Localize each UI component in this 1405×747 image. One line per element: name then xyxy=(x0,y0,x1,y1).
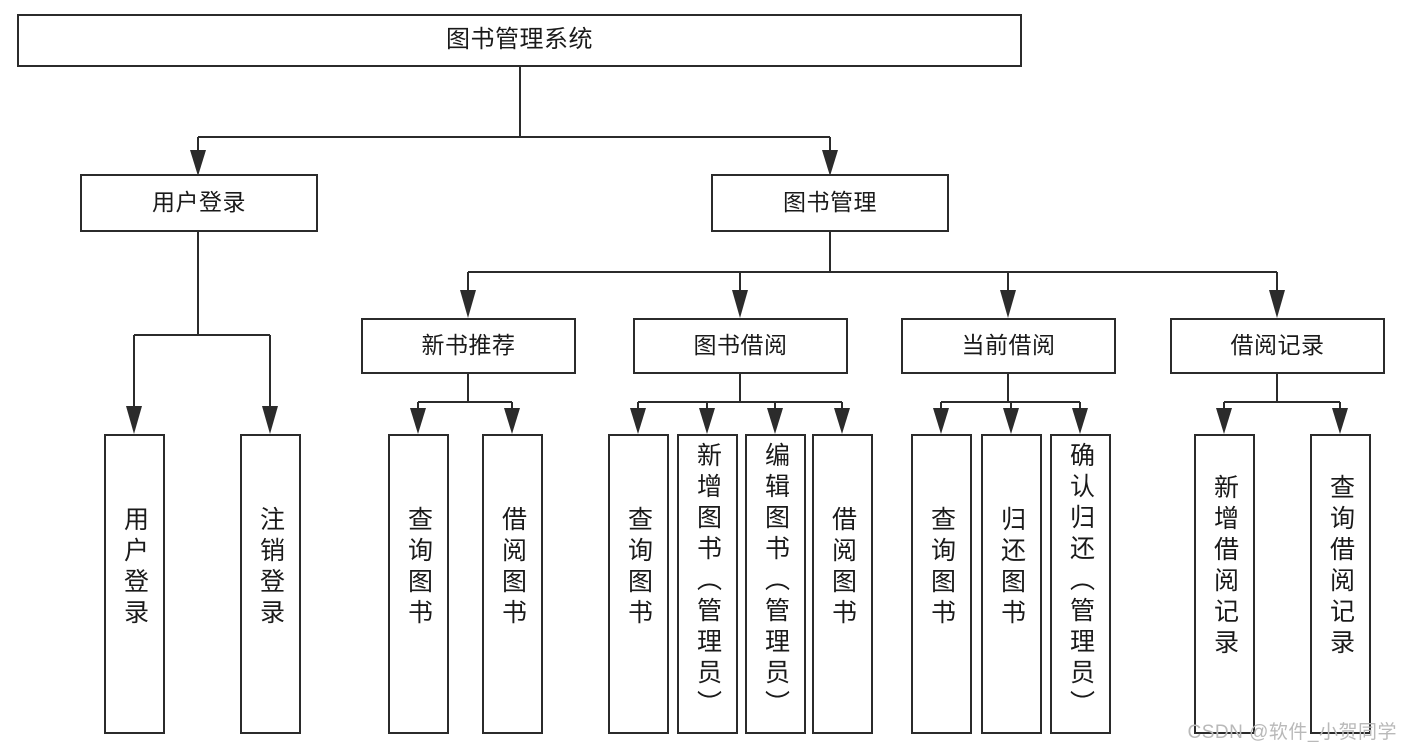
node-label: 借阅图书 xyxy=(828,506,857,630)
node-label: 查询图书 xyxy=(404,506,433,630)
csdn-watermark: CSDN @软件_小贺同学 xyxy=(1187,722,1397,743)
leaf-query-borrow-record[interactable]: 查询借阅记录 xyxy=(1310,434,1371,734)
node-book-borrow[interactable]: 图书借阅 xyxy=(633,318,848,374)
node-label: 图书借阅 xyxy=(693,332,788,359)
node-root-system[interactable]: 图书管理系统 xyxy=(17,14,1022,67)
leaf-query-book-borrow[interactable]: 查询图书 xyxy=(608,434,669,734)
node-label: 图书管理系统 xyxy=(446,26,593,54)
node-label: 新增图书（管理员） xyxy=(693,442,722,721)
node-label: 注销登录 xyxy=(256,506,285,630)
node-label: 新增借阅记录 xyxy=(1210,474,1239,660)
leaf-add-borrow-record[interactable]: 新增借阅记录 xyxy=(1194,434,1255,734)
node-label: 查询图书 xyxy=(927,506,956,630)
node-label: 归还图书 xyxy=(997,506,1026,630)
leaf-borrow-book-recommend[interactable]: 借阅图书 xyxy=(482,434,543,734)
node-label: 编辑图书（管理员） xyxy=(761,442,790,721)
leaf-logout[interactable]: 注销登录 xyxy=(240,434,301,734)
leaf-confirm-return-admin[interactable]: 确认归还（管理员） xyxy=(1050,434,1111,734)
leaf-edit-book-admin[interactable]: 编辑图书（管理员） xyxy=(745,434,806,734)
node-user-login[interactable]: 用户登录 xyxy=(80,174,318,232)
leaf-query-book-current[interactable]: 查询图书 xyxy=(911,434,972,734)
node-label: 查询借阅记录 xyxy=(1326,474,1355,660)
node-label: 新书推荐 xyxy=(421,332,516,359)
node-label: 图书管理 xyxy=(783,189,877,216)
node-label: 借阅图书 xyxy=(498,506,527,630)
node-current-borrow[interactable]: 当前借阅 xyxy=(901,318,1116,374)
node-label: 用户登录 xyxy=(152,189,246,216)
node-label: 查询图书 xyxy=(624,506,653,630)
node-new-book-recommend[interactable]: 新书推荐 xyxy=(361,318,576,374)
node-borrow-record[interactable]: 借阅记录 xyxy=(1170,318,1385,374)
node-book-management[interactable]: 图书管理 xyxy=(711,174,949,232)
leaf-user-login[interactable]: 用户登录 xyxy=(104,434,165,734)
leaf-add-book-admin[interactable]: 新增图书（管理员） xyxy=(677,434,738,734)
leaf-borrow-book[interactable]: 借阅图书 xyxy=(812,434,873,734)
node-label: 确认归还（管理员） xyxy=(1066,442,1095,721)
leaf-query-book-recommend[interactable]: 查询图书 xyxy=(388,434,449,734)
node-label: 当前借阅 xyxy=(961,332,1056,359)
node-label: 借阅记录 xyxy=(1230,332,1325,359)
leaf-return-book[interactable]: 归还图书 xyxy=(981,434,1042,734)
node-label: 用户登录 xyxy=(120,506,149,630)
